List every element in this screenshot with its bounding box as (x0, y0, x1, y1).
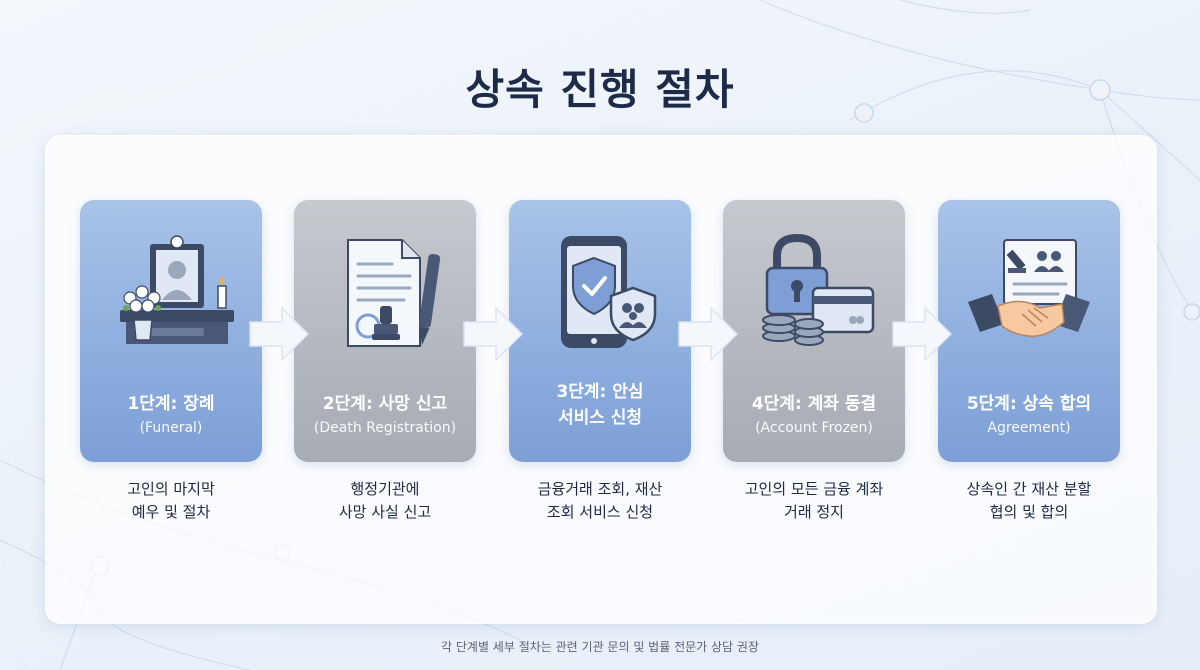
footnote: 각 단계별 세부 절차는 관련 기관 문의 및 법률 전문가 상담 권장 (441, 640, 759, 654)
step-label: 5단계: 상속 합의 (966, 394, 1092, 414)
step-description-5: 상속인 간 재산 분할 협의 및 합의 (919, 478, 1139, 524)
description-line: 상속인 간 재산 분할 (966, 480, 1092, 498)
step-description-1: 고인의 마지막 예우 및 절차 (61, 478, 281, 524)
description-line: 금융거래 조회, 재산 (537, 480, 663, 498)
step-description-3: 금융거래 조회, 재산 조회 서비스 신청 (490, 478, 710, 524)
step-label: 4단계: 계좌 동결 (751, 394, 877, 414)
step-label: 1단계: 장례 (127, 394, 215, 414)
description-line: 고인의 마지막 (127, 480, 215, 498)
handshake-document-icon (968, 239, 1090, 337)
step-card-5: 5단계: 상속 합의 Agreement) (938, 200, 1120, 462)
description-line: 고인의 모든 금융 계좌 (744, 480, 884, 498)
step-label-line2: 서비스 신청 (557, 408, 643, 428)
step-description-2: 행정기관에 사망 사실 신고 (275, 478, 495, 524)
arrow-right-icon (463, 306, 524, 362)
lock-card-coins-icon (762, 233, 875, 346)
step-card-2: 2단계: 사망 신고 (Death Registration) (294, 200, 476, 462)
step-subtitle: (Death Registration) (313, 420, 457, 436)
step-subtitle: (Account Frozen) (755, 420, 873, 436)
document-stamp-icon (347, 239, 441, 347)
step-subtitle: Agreement) (987, 420, 1071, 436)
step-label: 3단계: 안심 (556, 382, 644, 402)
step-card-1: 1단계: 장례 (Funeral) (80, 200, 262, 462)
description-line: 예우 및 절차 (131, 503, 211, 521)
description-line: 행정기관에 (350, 480, 420, 498)
description-line: 사망 사실 신고 (338, 503, 432, 521)
page-title: 상속 진행 절차 (465, 65, 735, 114)
step-subtitle: (Funeral) (139, 420, 203, 436)
arrow-right-icon (892, 306, 953, 362)
arrow-right-icon (249, 306, 310, 362)
step-card-3: 3단계: 안심 서비스 신청 (509, 200, 691, 462)
step-description-4: 고인의 모든 금융 계좌 거래 정지 (704, 478, 924, 524)
memorial-altar-icon (120, 235, 234, 344)
phone-shield-icon (561, 236, 657, 348)
description-line: 거래 정지 (784, 503, 844, 521)
description-line: 협의 및 합의 (989, 503, 1069, 521)
arrow-right-icon (678, 306, 739, 362)
step-label: 2단계: 사망 신고 (322, 394, 448, 414)
description-line: 조회 서비스 신청 (546, 503, 654, 521)
step-card-4: 4단계: 계좌 동결 (Account Frozen) (723, 200, 905, 462)
